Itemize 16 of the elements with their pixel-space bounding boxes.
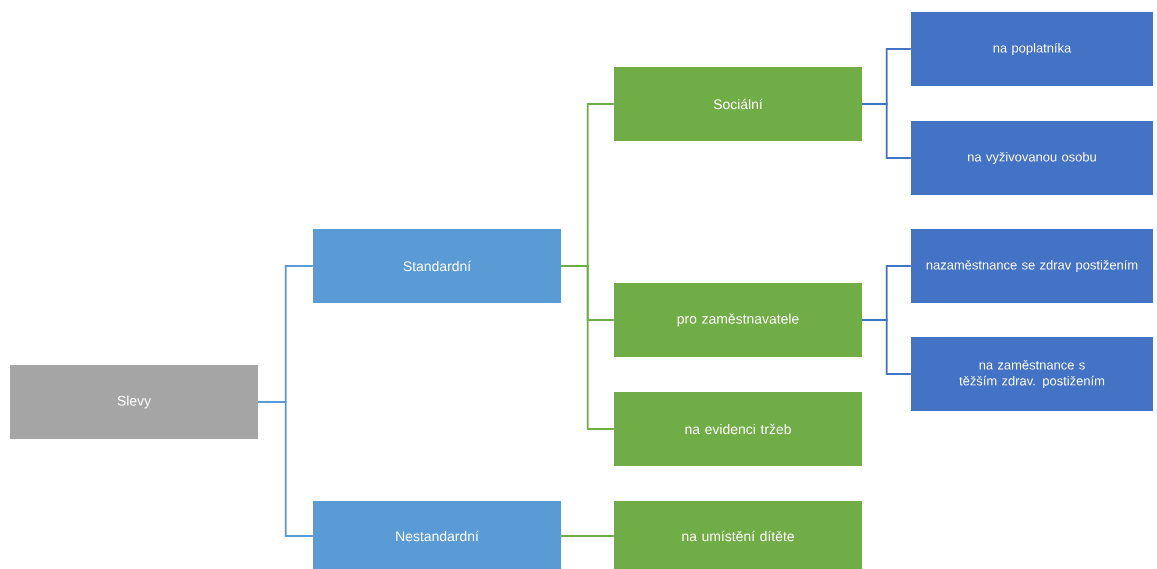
elbow-connector <box>861 319 912 375</box>
elbow-connector <box>560 535 615 537</box>
elbow-connector <box>257 401 314 537</box>
category-box: na umístění dítěte <box>614 501 862 569</box>
category-box: pro zaměstnavatele <box>614 283 862 357</box>
category-box: Slevy <box>10 365 258 439</box>
category-box: na zaměstnance s těžším zdrav. postižením <box>911 337 1153 411</box>
elbow-connector <box>861 103 912 159</box>
category-box: Sociální <box>614 67 862 141</box>
elbow-connector <box>560 265 615 430</box>
category-box: na vyživovanou osobu <box>911 121 1153 195</box>
category-box: na poplatníka <box>911 12 1153 86</box>
category-box: nazaměstnance se zdrav postižením <box>911 229 1153 303</box>
category-box: Standardní <box>313 229 561 303</box>
category-box: Nestandardní <box>313 501 561 569</box>
category-box: na evidenci tržeb <box>614 392 862 466</box>
